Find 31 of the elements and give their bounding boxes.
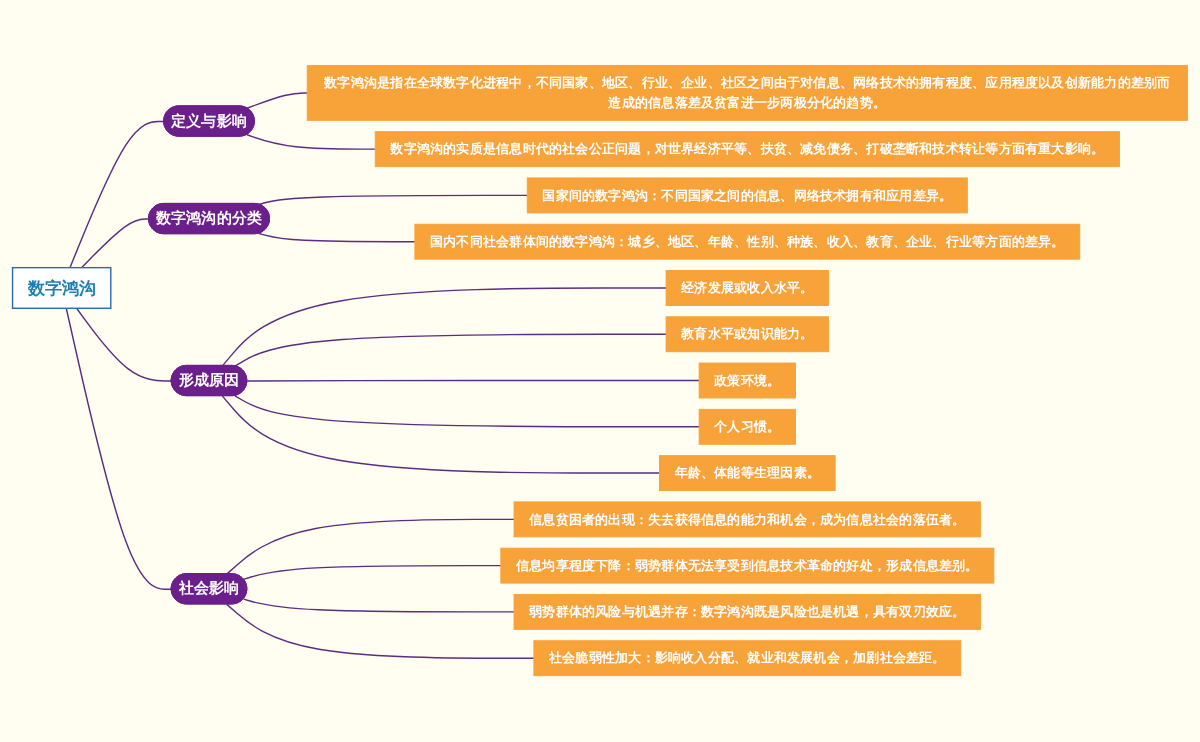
node-box: 政策环境。: [698, 362, 796, 399]
connector: [221, 287, 667, 367]
node-box: 社会脆弱性加大：影响收入分配、就业和发展机会，加剧社会差距。: [533, 640, 962, 677]
connector: [246, 134, 376, 151]
node-box: 弱势群体的风险与机遇并存：数字鸿沟既是风险也是机遇，具有双刃效应。: [513, 594, 982, 631]
node-box: 年龄、体能等生理因素。: [659, 455, 836, 492]
connector: [75, 307, 173, 383]
connector: [242, 565, 502, 581]
node-box: 数字鸿沟: [11, 267, 112, 310]
connector: [226, 604, 535, 660]
node-box: 国家间的数字鸿沟：不同国家之间的信息、网络技术拥有和应用差异。: [526, 177, 968, 214]
node-box: 国内不同社会群体间的数字鸿沟：城乡、地区、年龄、性别、种族、收入、教育、企业、行业等方面的差异。: [414, 224, 1081, 261]
node-box: 个人习惯。: [698, 409, 796, 446]
node-box: 经济发展或收入水平。: [665, 270, 829, 307]
connector: [242, 598, 515, 613]
connector: [226, 519, 515, 576]
connector: [258, 195, 528, 206]
connector: [246, 92, 308, 110]
node-box: 数字鸿沟是指在全球数字化进程中，不同国家、地区、行业、企业、社区之间由于对信息、网络技术的拥有程度、应用程度以及创新能力的差别而造成的信息落差及贫富进一步两极分化的趋势。: [306, 65, 1188, 122]
connector: [221, 395, 661, 475]
connector: [234, 395, 700, 428]
node-box: 信息贫困者的出现：失去获得信息的能力和机会，成为信息社会的落伍者。: [513, 501, 982, 538]
connector: [80, 218, 150, 269]
connector: [69, 121, 165, 269]
node-box: 教育水平或知识能力。: [665, 316, 829, 353]
node-box: 数字鸿沟的实质是信息时代的社会公正问题，对世界经济平等、扶贫、减免债务、打破垄断和技术转让等方面有重大影响。: [374, 131, 1120, 168]
node-box: 信息均享程度下降：弱势群体无法享受到信息技术革命的好处，形成信息差别。: [500, 548, 995, 584]
connector: [234, 333, 667, 368]
connector: [65, 307, 173, 591]
connector: [258, 233, 416, 243]
connector: [246, 380, 700, 383]
